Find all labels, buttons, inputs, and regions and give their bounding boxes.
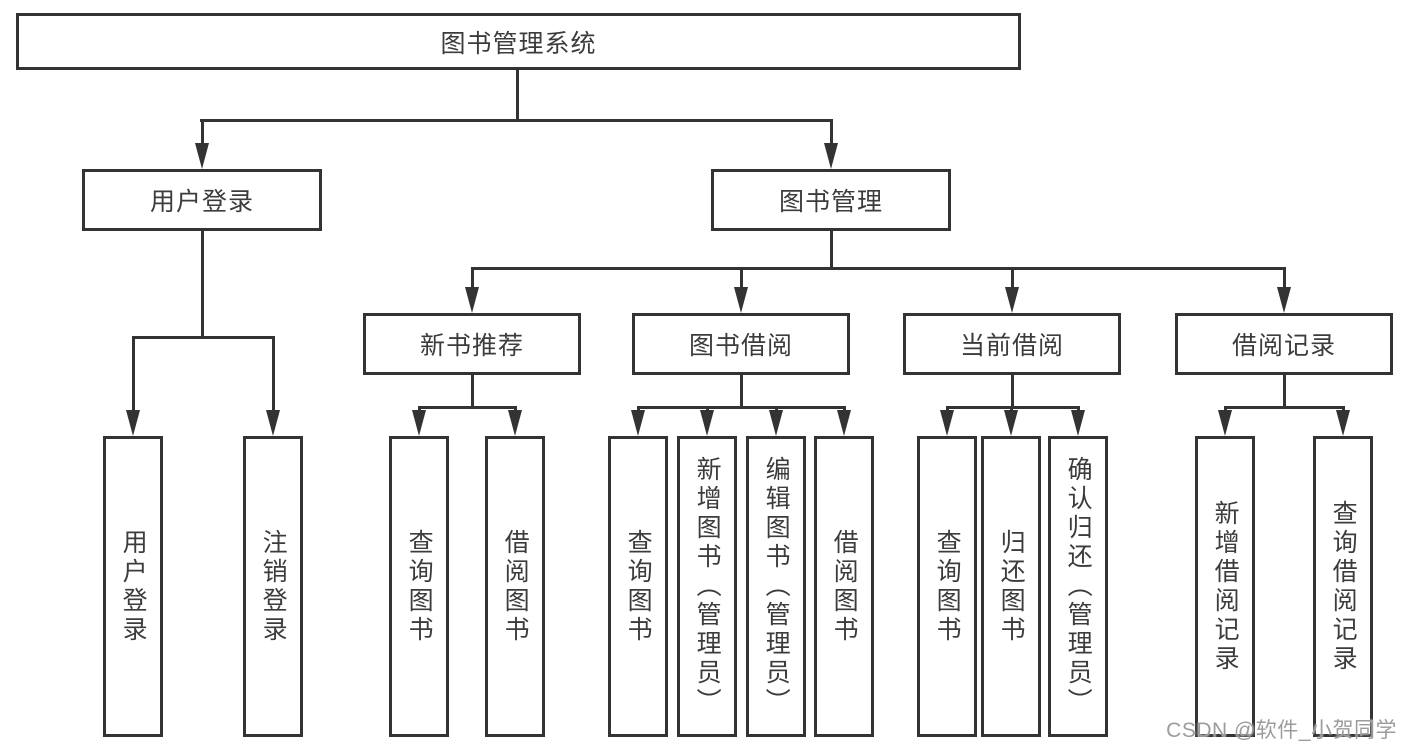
leaf-query-borrow-record: 查询借阅记录	[1313, 436, 1373, 737]
connector-line	[132, 336, 135, 414]
node-label: 用户登录	[149, 188, 254, 216]
connector-line	[1011, 375, 1014, 408]
leaf-label: 查询图书	[933, 528, 962, 645]
arrowhead-icon	[508, 410, 522, 436]
leaf-add-books-admin: 新增图书（管理员）	[677, 436, 737, 737]
leaf-label: 查询借阅记录	[1329, 499, 1358, 674]
leaf-query-books-recommend: 查询图书	[389, 436, 449, 737]
connector-line	[201, 119, 204, 147]
leaf-label: 归还图书	[997, 528, 1026, 645]
connector-line	[830, 231, 833, 269]
arrowhead-icon	[1336, 410, 1350, 436]
connector-line	[516, 70, 519, 121]
arrowhead-icon	[700, 410, 714, 436]
connector-line	[471, 267, 1286, 270]
arrowhead-icon	[631, 410, 645, 436]
connector-line	[471, 267, 474, 291]
connector-line	[200, 119, 833, 122]
leaf-borrow-books-recommend: 借阅图书	[485, 436, 545, 737]
leaf-label: 编辑图书（管理员）	[762, 456, 791, 717]
arrowhead-icon	[1071, 410, 1085, 436]
connector-line	[1283, 267, 1286, 291]
arrowhead-icon	[734, 287, 748, 313]
arrowhead-icon	[769, 410, 783, 436]
leaf-logout: 注销登录	[243, 436, 303, 737]
arrowhead-icon	[195, 143, 209, 169]
leaf-user-login: 用户登录	[103, 436, 163, 737]
leaf-confirm-return-admin: 确认归还（管理员）	[1048, 436, 1108, 737]
arrowhead-icon	[940, 410, 954, 436]
node-label: 新书推荐	[419, 332, 524, 360]
connector-line	[1224, 406, 1345, 409]
connector-line	[946, 406, 1080, 409]
node-label: 借阅记录	[1231, 332, 1336, 360]
node-user-login: 用户登录	[82, 169, 322, 231]
leaf-label: 注销登录	[259, 528, 288, 645]
connector-line	[637, 406, 846, 409]
arrowhead-icon	[1218, 410, 1232, 436]
arrowhead-icon	[1005, 287, 1019, 313]
arrowhead-icon	[824, 143, 838, 169]
arrowhead-icon	[266, 410, 280, 436]
node-label: 当前借阅	[959, 332, 1064, 360]
connector-line	[132, 336, 274, 339]
leaf-label: 借阅图书	[830, 528, 859, 645]
leaf-label: 确认归还（管理员）	[1064, 456, 1093, 717]
leaf-label: 查询图书	[624, 528, 653, 645]
arrowhead-icon	[412, 410, 426, 436]
connector-line	[272, 336, 275, 414]
arrowhead-icon	[1004, 410, 1018, 436]
leaf-query-books-current: 查询图书	[917, 436, 977, 737]
leaf-edit-books-admin: 编辑图书（管理员）	[746, 436, 806, 737]
leaf-borrow-books: 借阅图书	[814, 436, 874, 737]
arrowhead-icon	[126, 410, 140, 436]
node-label: 图书管理	[778, 188, 883, 216]
arrowhead-icon	[1277, 287, 1291, 313]
arrowhead-icon	[837, 410, 851, 436]
node-new-book-recommendation: 新书推荐	[363, 313, 581, 375]
connector-line	[1011, 267, 1014, 291]
leaf-label: 新增图书（管理员）	[693, 456, 722, 717]
leaf-label: 借阅图书	[501, 528, 530, 645]
connector-line	[201, 231, 204, 338]
node-borrowing-records: 借阅记录	[1175, 313, 1393, 375]
node-book-management: 图书管理	[711, 169, 951, 231]
arrowhead-icon	[465, 287, 479, 313]
connector-line	[830, 119, 833, 147]
leaf-return-books: 归还图书	[981, 436, 1041, 737]
node-book-borrowing: 图书借阅	[632, 313, 850, 375]
leaf-query-books-borrow: 查询图书	[608, 436, 668, 737]
leaf-label: 新增借阅记录	[1211, 499, 1240, 674]
leaf-label: 用户登录	[119, 528, 148, 645]
connector-line	[471, 375, 474, 408]
connector-line	[740, 267, 743, 291]
leaf-label: 查询图书	[405, 528, 434, 645]
node-library-management-system: 图书管理系统	[16, 13, 1021, 70]
node-current-borrowing: 当前借阅	[903, 313, 1121, 375]
connector-line	[740, 375, 743, 408]
node-label: 图书管理系统	[440, 29, 597, 58]
connector-line	[1283, 375, 1286, 408]
watermark: CSDN @软件_小贺同学	[1166, 719, 1397, 742]
leaf-add-borrow-record: 新增借阅记录	[1195, 436, 1255, 737]
connector-line	[418, 406, 517, 409]
node-label: 图书借阅	[688, 332, 793, 360]
